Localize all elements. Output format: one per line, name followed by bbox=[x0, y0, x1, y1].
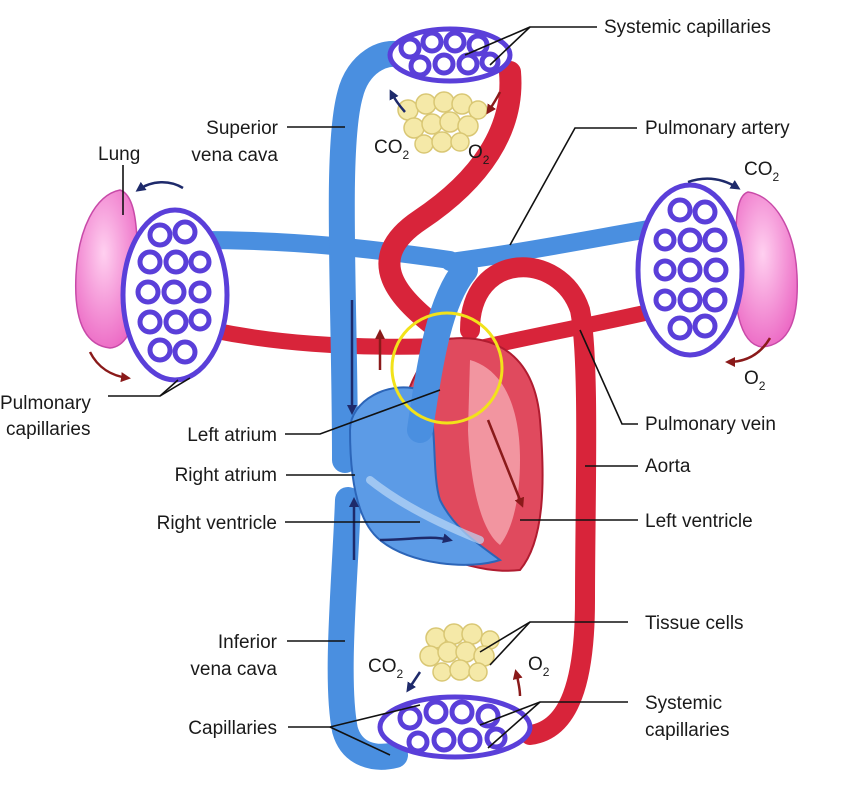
gas-co2-bottom: CO2 bbox=[368, 656, 404, 681]
inferior-vena-cava-vessel bbox=[327, 487, 408, 770]
arrow-icon bbox=[379, 533, 453, 544]
label-lung: Lung bbox=[98, 144, 140, 165]
heart-icon bbox=[348, 257, 544, 572]
gas-co2-top: CO2 bbox=[374, 137, 410, 162]
label-inferior-vena-cava-2: vena cava bbox=[190, 659, 277, 680]
gas-co2-right-lung: CO2 bbox=[744, 159, 780, 184]
arrow-icon bbox=[135, 181, 184, 192]
label-systemic-capillaries-bottom-2: capillaries bbox=[645, 720, 729, 741]
gas-o2-right-lung: O2 bbox=[744, 368, 766, 393]
label-pulmonary-capillaries-1: Pulmonary bbox=[0, 393, 91, 414]
pulmonary-capillary-bed-left bbox=[120, 207, 230, 383]
label-pulmonary-vein: Pulmonary vein bbox=[645, 414, 776, 435]
arrow-icon bbox=[687, 177, 741, 190]
label-left-ventricle: Left ventricle bbox=[645, 511, 753, 532]
gas-o2-top: O2 bbox=[468, 142, 490, 167]
aorta-vessel bbox=[460, 257, 597, 745]
label-systemic-capillaries-top: Systemic capillaries bbox=[604, 17, 771, 38]
label-superior-vena-cava-1: Superior bbox=[206, 118, 278, 139]
flow-arrows bbox=[88, 89, 772, 697]
arrow-icon bbox=[406, 671, 422, 693]
arrow-icon bbox=[389, 89, 406, 113]
pulmonary-artery-left-vessel bbox=[191, 231, 459, 269]
label-right-atrium: Right atrium bbox=[175, 465, 277, 486]
gas-o2-bottom: O2 bbox=[528, 654, 550, 679]
label-left-atrium: Left atrium bbox=[187, 425, 277, 446]
label-inferior-vena-cava-1: Inferior bbox=[218, 632, 278, 653]
label-tissue-cells: Tissue cells bbox=[645, 613, 744, 634]
leader-lines bbox=[108, 26, 638, 756]
arrow-icon bbox=[725, 337, 772, 367]
arrow-icon bbox=[88, 351, 131, 383]
label-systemic-capillaries-bottom-1: Systemic bbox=[645, 693, 722, 714]
left-atrium-highlight-ring bbox=[390, 311, 504, 425]
systemic-capillary-bed-bottom bbox=[377, 694, 533, 760]
label-capillaries: Capillaries bbox=[188, 718, 277, 739]
systemic-capillary-bed-top bbox=[387, 26, 513, 84]
tissue-cells-bottom-icon bbox=[419, 623, 500, 682]
arrow-icon bbox=[486, 419, 525, 508]
label-right-ventricle: Right ventricle bbox=[157, 513, 277, 534]
label-pulmonary-artery: Pulmonary artery bbox=[645, 118, 790, 139]
label-superior-vena-cava-2: vena cava bbox=[191, 145, 278, 166]
arrow-icon bbox=[486, 91, 502, 115]
label-pulmonary-capillaries-2: capillaries bbox=[6, 419, 90, 440]
pulmonary-capillary-bed-right bbox=[635, 182, 745, 358]
label-aorta: Aorta bbox=[645, 456, 691, 477]
arrow-icon bbox=[512, 669, 523, 697]
superior-vena-cava-vessel bbox=[328, 40, 413, 473]
aorta-ascending-vessel bbox=[378, 61, 522, 341]
tissue-cells-top-icon bbox=[397, 91, 488, 154]
